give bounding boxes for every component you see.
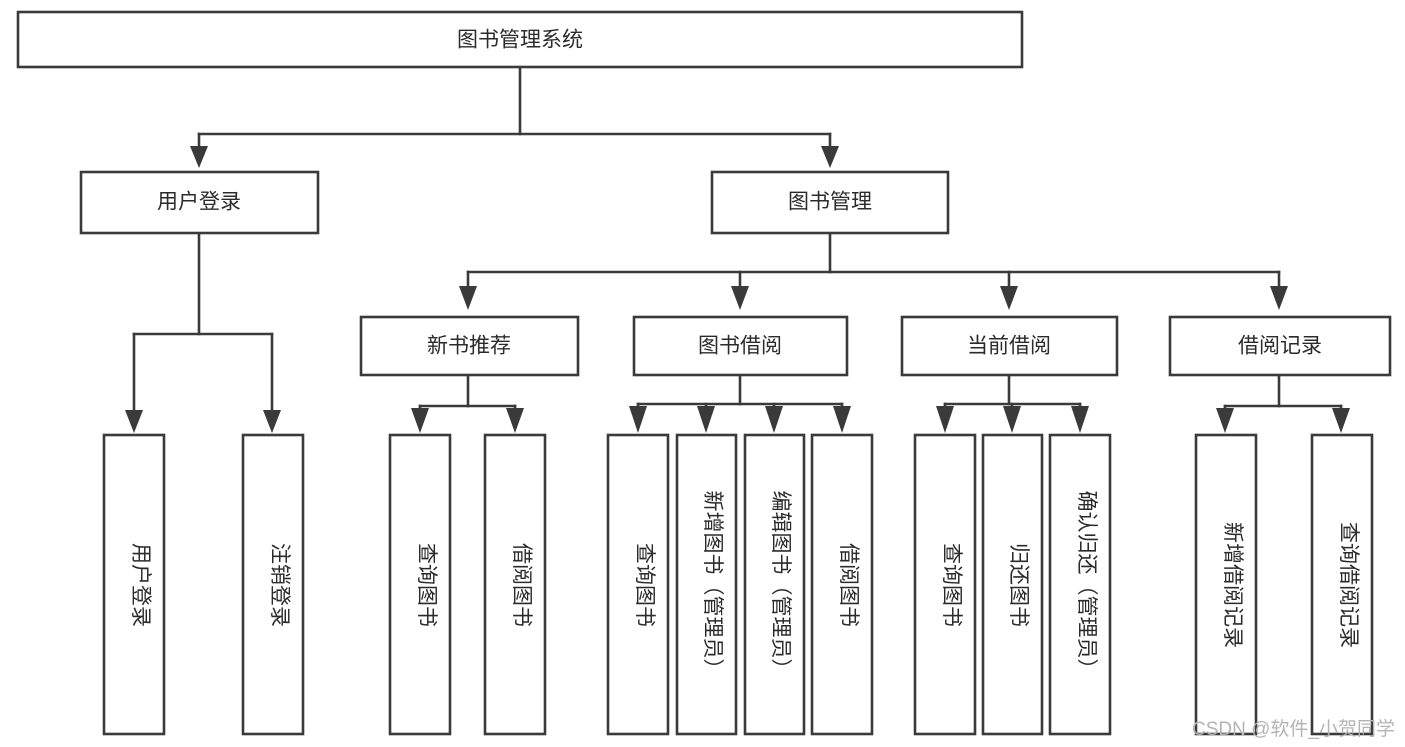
leaf-box[interactable] [606,433,670,736]
leaf-label: 用户登录 [129,543,152,627]
leaf-box[interactable] [675,433,738,736]
node-new-book[interactable]: 新书推荐 [359,315,580,377]
node-user-login[interactable]: 用户登录 [79,170,320,235]
arrow-newbook-leaf-2 [506,408,524,433]
leaf-book-borrow-3[interactable]: 借阅图书 [810,433,874,736]
leaf-book-borrow-2[interactable]: 编辑图书（管理员） [743,433,806,736]
node-root[interactable]: 图书管理系统 [16,10,1024,69]
arrow-currentborrow-leaf-1 [936,406,954,433]
leaf-box[interactable] [241,433,305,736]
arrow-bookborrow-leaf-1 [629,406,647,433]
leaf-label: 归还图书 [1007,543,1030,627]
node-borrow-record-label: 借阅记录 [1238,335,1322,358]
leaf-new-book-1[interactable]: 借阅图书 [483,433,547,736]
leaf-label: 借阅图书 [510,543,533,627]
node-book-manage-box[interactable] [710,170,950,235]
arrow-bookborrow-leaf-3 [765,406,783,433]
arrow-to-book-borrow [731,286,749,310]
leaf-box[interactable] [483,433,547,736]
leaf-borrow-record-0[interactable]: 新增借阅记录 [1194,433,1258,736]
leaf-label: 借阅图书 [837,543,860,627]
arrow-to-user-login [190,146,208,168]
connector-group-new-book [411,373,524,433]
leaf-label: 新增借阅记录 [1221,522,1244,648]
leaf-borrow-record-1[interactable]: 查询借阅记录 [1310,433,1374,736]
leaf-box[interactable] [1048,433,1112,736]
leaf-box[interactable] [743,433,806,736]
node-book-manage[interactable]: 图书管理 [710,170,950,235]
leaf-current-borrow-2[interactable]: 确认归还（管理员） [1048,433,1112,736]
node-new-book-label: 新书推荐 [427,335,511,358]
arrow-bookborrow-leaf-4 [833,406,851,433]
node-book-manage-label: 图书管理 [788,191,872,214]
node-borrow-record-box[interactable] [1168,315,1392,377]
leaf-new-book-0[interactable]: 查询图书 [388,433,452,736]
arrow-to-leaf-logout [263,410,281,433]
arrow-to-current-borrow [1000,286,1018,310]
leaf-label: 编辑图书（管理员） [769,491,792,680]
arrow-to-new-book [459,286,477,310]
node-current-borrow-box[interactable] [900,315,1119,377]
leaf-box[interactable] [388,433,452,736]
node-book-borrow-label: 图书借阅 [698,335,782,358]
leaf-label: 确认归还（管理员） [1075,491,1098,680]
leaf-label: 新增图书（管理员） [701,491,724,680]
arrow-borrowrecord-leaf-2 [1332,408,1350,433]
leaf-book-borrow-0[interactable]: 查询图书 [606,433,670,736]
arrow-currentborrow-leaf-3 [1071,406,1089,433]
node-borrow-record[interactable]: 借阅记录 [1168,315,1392,377]
arrow-to-book-manage [821,146,839,168]
connector-group-current-borrow [936,373,1089,433]
connector-group-root [190,65,839,168]
leaf-box[interactable] [102,433,166,736]
leaf-user-login-0[interactable]: 用户登录 [102,433,166,736]
connector-group-borrow-record [1216,373,1350,433]
node-root-label: 图书管理系统 [457,29,583,52]
node-current-borrow-label: 当前借阅 [967,335,1051,358]
connector-group-book-manage [459,231,1288,310]
leaf-box[interactable] [1194,433,1258,736]
connector-group-book-borrow [629,373,851,433]
arrow-currentborrow-leaf-2 [1003,406,1021,433]
node-user-login-box[interactable] [79,170,320,235]
node-user-login-label: 用户登录 [157,191,241,214]
leaf-user-login-1[interactable]: 注销登录 [241,433,305,736]
leaf-book-borrow-1[interactable]: 新增图书（管理员） [675,433,738,736]
leaf-label: 注销登录 [268,543,291,627]
leaf-label: 查询图书 [415,543,438,627]
node-book-borrow[interactable]: 图书借阅 [632,315,849,377]
leaf-current-borrow-0[interactable]: 查询图书 [913,433,977,736]
arrow-borrowrecord-leaf-1 [1216,408,1234,433]
node-current-borrow[interactable]: 当前借阅 [900,315,1119,377]
leaf-box[interactable] [913,433,977,736]
connector-group-user-login [125,231,281,433]
leaf-box[interactable] [981,433,1044,736]
arrow-to-leaf-user-login [125,410,143,433]
leaf-label: 查询借阅记录 [1337,522,1360,648]
arrow-newbook-leaf-1 [411,408,429,433]
node-root-box[interactable] [16,10,1024,69]
watermark-label: CSDN @软件_小贺同学 [1192,718,1395,740]
leaf-label: 查询图书 [633,543,656,627]
leaf-box[interactable] [810,433,874,736]
node-book-borrow-box[interactable] [632,315,849,377]
leaf-current-borrow-1[interactable]: 归还图书 [981,433,1044,736]
node-new-book-box[interactable] [359,315,580,377]
leaf-box[interactable] [1310,433,1374,736]
leaf-label: 查询图书 [940,543,963,627]
arrow-bookborrow-leaf-2 [697,406,715,433]
arrow-to-borrow-record [1270,286,1288,310]
